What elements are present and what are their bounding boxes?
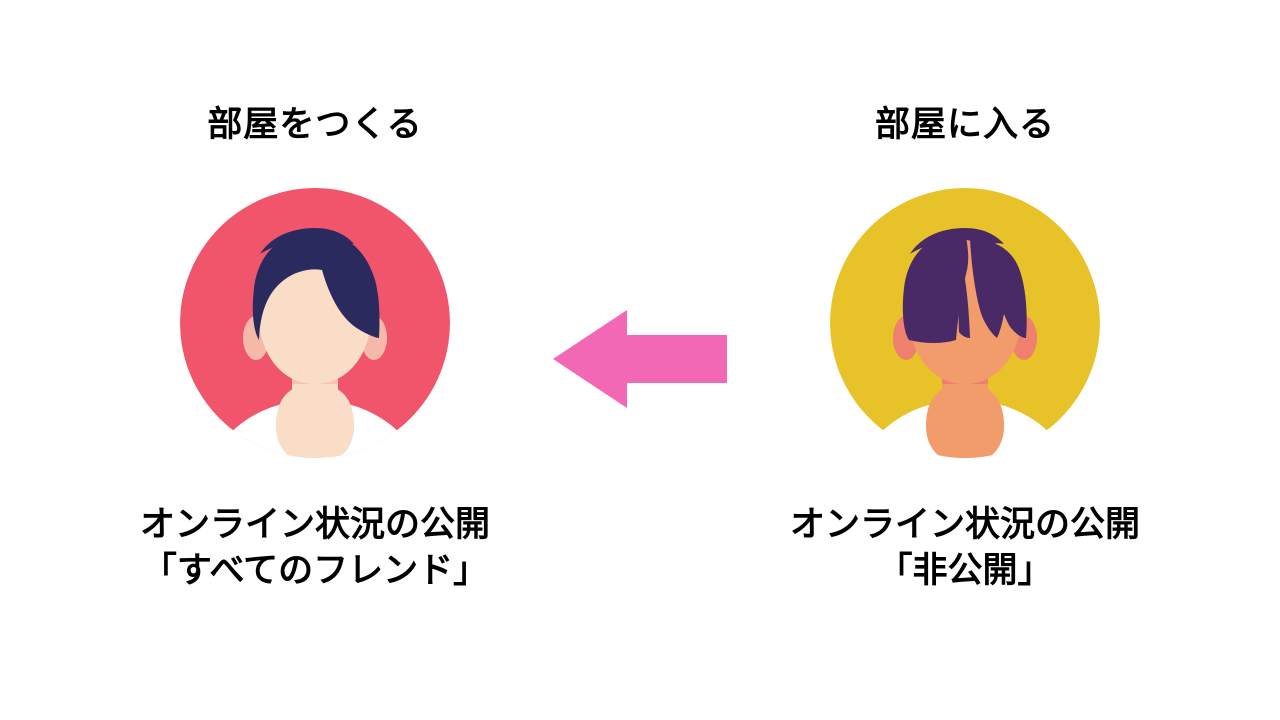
arrow-shape [553,310,727,408]
caption-line-2: 「すべてのフレンド」 [141,551,489,591]
avatar-hair-strand [958,268,970,338]
avatar-hair-top [260,228,354,254]
caption-line-2: 「非公開」 [877,551,1053,591]
panel-title-join-room: 部屋に入る [874,105,1055,144]
avatar-hair [902,232,969,343]
avatar-hair-right [970,239,1027,338]
avatar-guest [830,188,1100,458]
panel-title-create-room: 部屋をつくる [207,105,423,144]
avatar-hair [252,232,380,340]
avatar-host [180,188,450,458]
avatar-chest [276,384,354,458]
avatar-hair-top [910,228,1004,254]
panel-create-room: 部屋をつくる [35,0,595,720]
panel-caption-join-room: オンライン状況の公開 「非公開」 [685,502,1245,594]
left-arrow-icon [551,308,729,410]
panel-join-room: 部屋に入る [685,0,1245,720]
caption-line-1: オンライン状況の公開 [789,505,1140,544]
avatar-chest [926,384,1004,458]
panel-caption-create-room: オンライン状況の公開 「すべてのフレンド」 [35,502,595,594]
caption-line-1: オンライン状況の公開 [139,505,490,544]
